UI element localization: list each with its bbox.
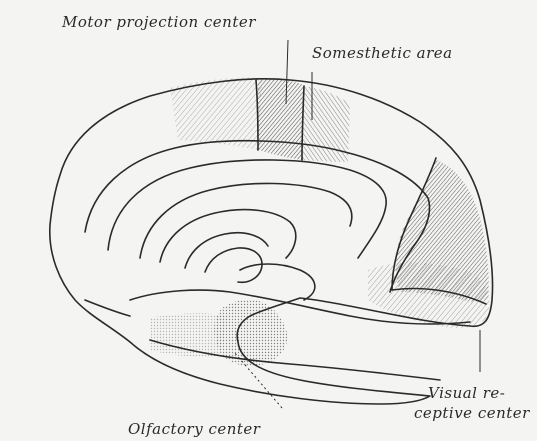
somesthetic-area-label: Somesthetic area [312, 44, 453, 63]
thalamus-outline [240, 264, 315, 300]
visual-receptive-label-line2: ceptive center [414, 404, 530, 423]
corpus-callosum-inner [140, 183, 352, 258]
visual-receptive-label-line1: Visual re- [428, 384, 505, 403]
motor-projection-core-region [258, 79, 305, 160]
motor-projection-label: Motor projection center [62, 13, 256, 32]
fornix-outline [160, 210, 296, 262]
olfactory-center-label: Olfactory center [128, 420, 260, 439]
